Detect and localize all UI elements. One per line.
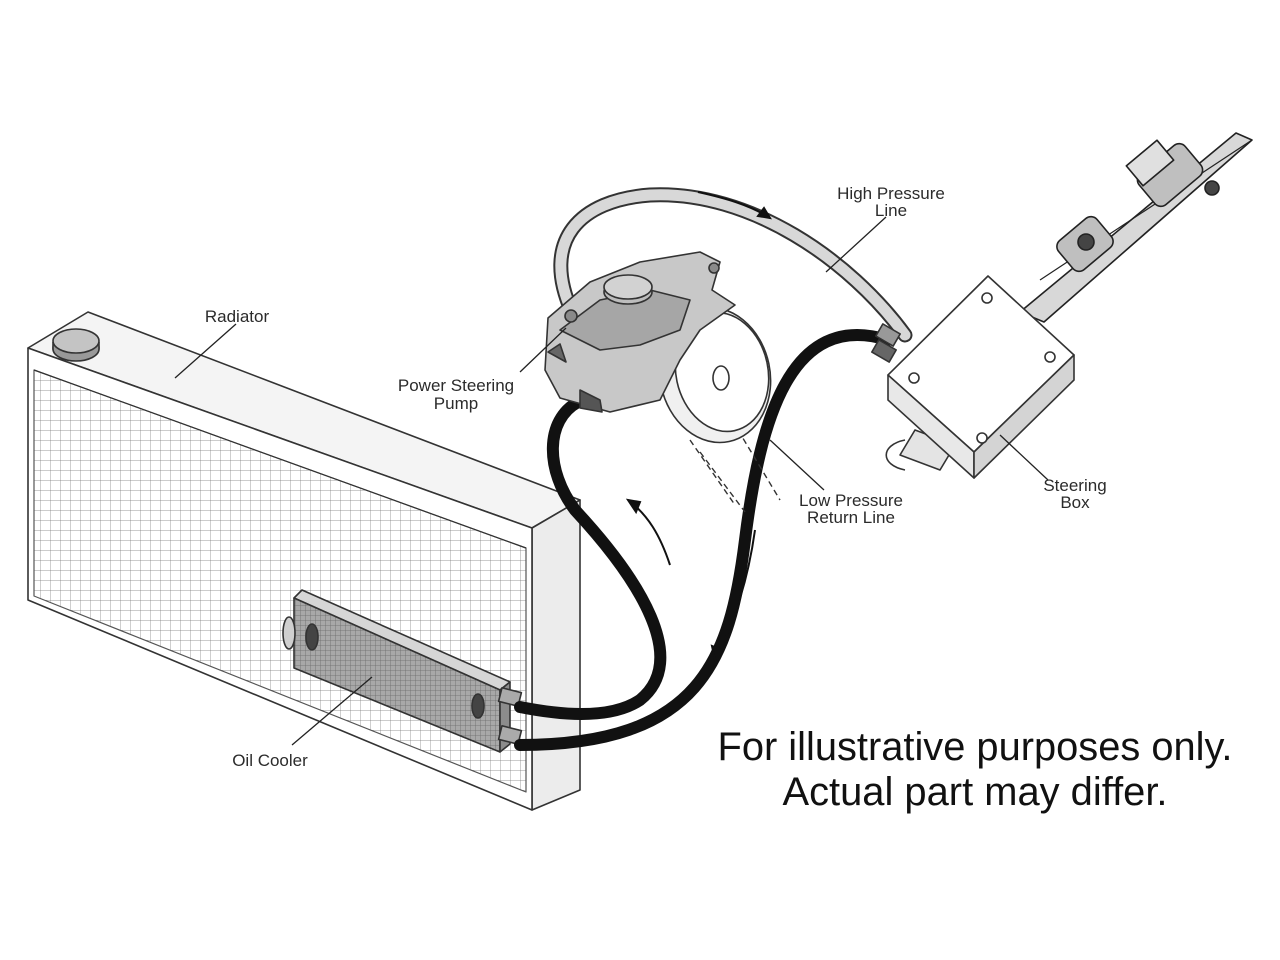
leader-lines [174,216,1049,746]
arrow-head-low-pressure [710,644,724,663]
pump-to-cooler-line [514,396,667,720]
label-low-pressure-line1: Low Pressure [799,491,903,510]
disclaimer: For illustrative purposes only. Actual p… [718,725,1233,814]
high-pressure-line [553,187,913,343]
label-oil-cooler: Oil Cooler [232,751,308,770]
disclaimer-line1: For illustrative purposes only. [718,725,1233,769]
label-low-pressure-line2: Return Line [807,508,895,527]
label-pump-line1: Power Steering [398,376,514,395]
label-high-pressure-line2: Line [875,201,907,220]
arrow-head-pump-return [625,498,642,515]
label-pump-line2: Pump [434,394,478,413]
labels: Radiator Power Steering Pump High Pressu… [205,184,1107,770]
label-radiator: Radiator [205,307,270,326]
label-high-pressure-line1: High Pressure [837,184,945,203]
flow-arrows [625,191,772,663]
disclaimer-line2: Actual part may differ. [783,770,1168,814]
drive-belt [689,429,781,513]
label-steering-box-line1: Steering [1043,476,1106,495]
power-steering-pump [544,251,772,444]
label-steering-box-line2: Box [1060,493,1090,512]
oil-cooler [282,589,523,753]
arrow-head-high-pressure [756,206,772,220]
steering-box [871,275,1075,479]
low-pressure-return-line [514,329,894,751]
steering-shaft [1019,132,1253,323]
